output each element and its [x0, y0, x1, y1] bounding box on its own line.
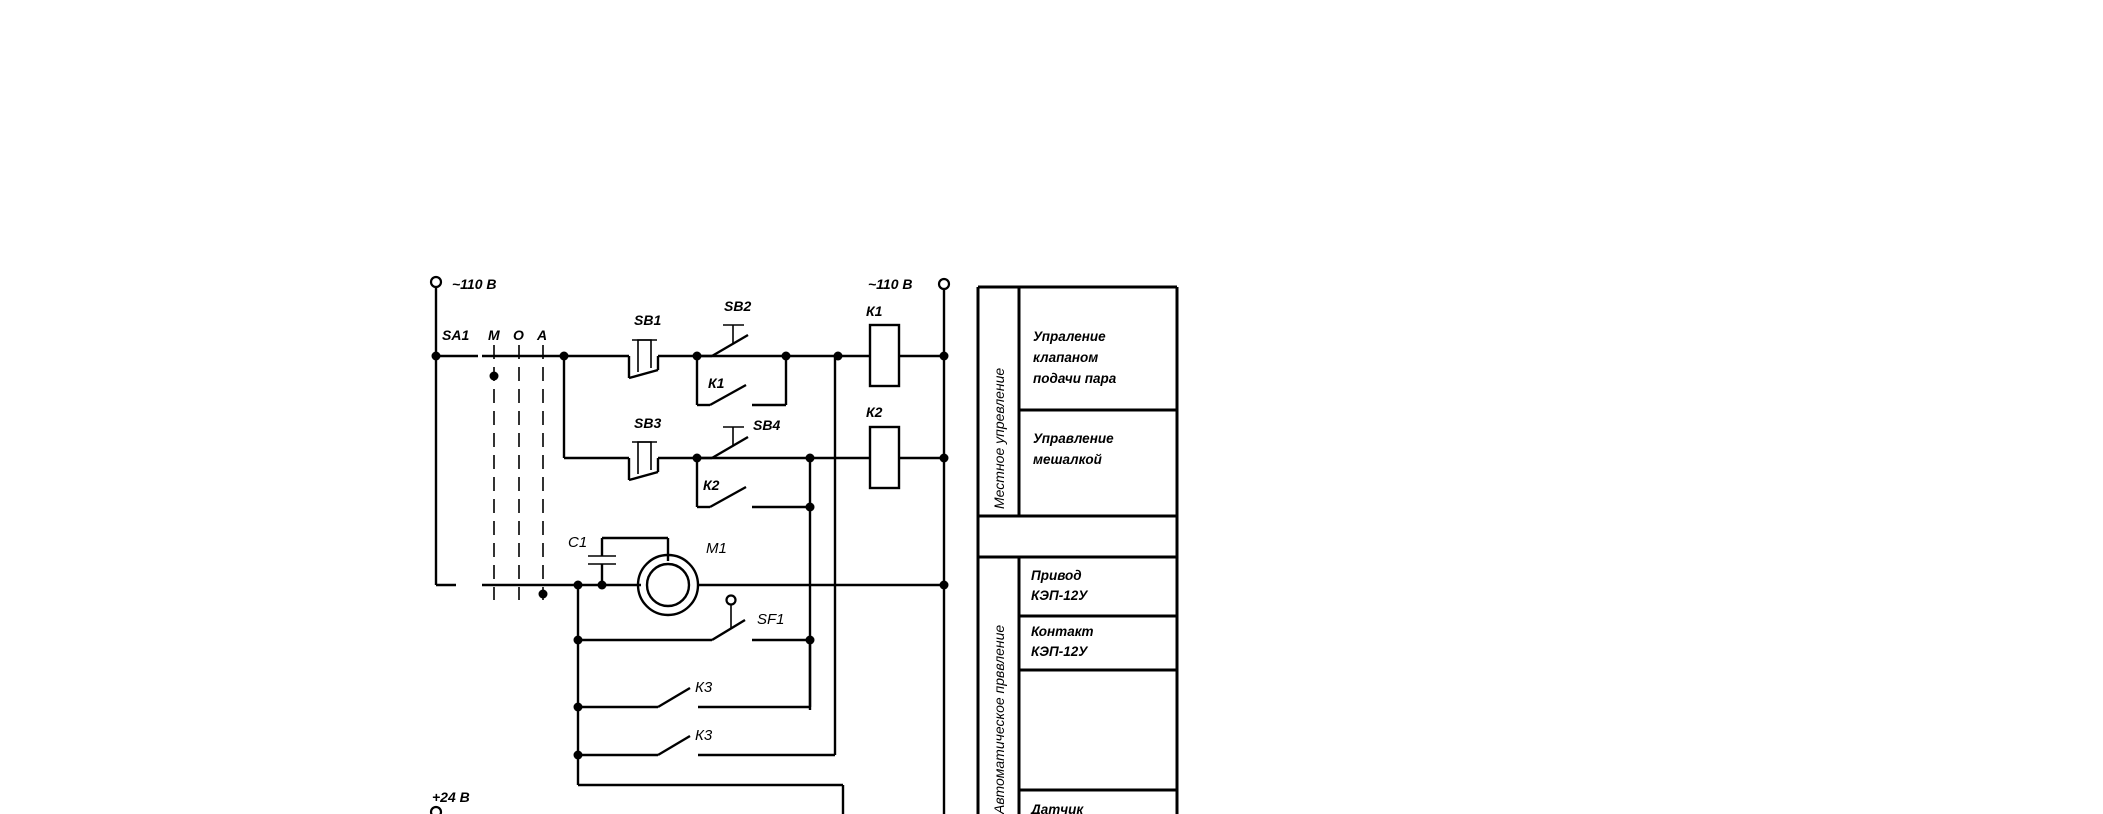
component-labels: ~110 В ~110 В +24 В SA1 М О А SB1 SB2 SB…	[432, 276, 913, 805]
auto-branch	[573, 356, 845, 814]
label-sa1: SA1	[442, 327, 469, 343]
label-supply-dc: +24 В	[432, 789, 470, 805]
label-sb3: SB3	[634, 415, 661, 431]
row-mixer-control	[562, 356, 944, 710]
label-pos-a: А	[536, 327, 547, 343]
selector-switch-sa1	[431, 345, 548, 600]
label-c1: C1	[568, 534, 587, 551]
label-supply-right: ~110 В	[868, 276, 913, 292]
right-supply-rail	[937, 277, 951, 814]
label-k1-coil: К1	[866, 303, 883, 319]
row-drive-line2: КЭП-12У	[1031, 588, 1088, 603]
row-valve-line2: клапаном	[1033, 350, 1098, 365]
label-pos-m: М	[488, 327, 500, 343]
section-auto: Автоматическое прввление	[991, 625, 1007, 814]
terminal-24v	[429, 805, 443, 814]
row-valve-line1: Упраление	[1033, 329, 1106, 344]
motor-row	[482, 536, 949, 617]
function-table: Местное упревление Автоматическое прввле…	[976, 285, 1179, 814]
row-contact-line1: Контакт	[1031, 624, 1094, 639]
row-sensor: Датчик	[1030, 802, 1084, 814]
row-valve-line3: подачи пара	[1033, 371, 1117, 386]
label-k2-contact: К2	[703, 477, 720, 493]
left-supply-rail	[429, 275, 456, 814]
section-local: Местное упревление	[991, 368, 1007, 509]
label-m1: M1	[706, 540, 727, 557]
row-mixer-line2: мешалкой	[1033, 452, 1103, 467]
row-valve-control	[482, 323, 944, 407]
row-contact-line2: КЭП-12У	[1031, 644, 1088, 659]
row-mixer-line1: Управление	[1033, 431, 1114, 446]
terminal-110v-left	[429, 275, 443, 289]
label-k3-b: К3	[695, 727, 713, 744]
label-sb1: SB1	[634, 312, 661, 328]
label-k3-a: К3	[695, 679, 713, 696]
row-drive-line1: Привод	[1031, 568, 1082, 583]
label-supply-left: ~110 В	[452, 276, 497, 292]
label-sb4: SB4	[753, 417, 780, 433]
label-pos-o: О	[513, 327, 524, 343]
label-k2-coil: К2	[866, 404, 883, 420]
label-sb2: SB2	[724, 298, 751, 314]
label-sf1: SF1	[757, 611, 785, 628]
terminal-110v-right	[937, 277, 951, 291]
label-k1-contact: К1	[708, 375, 725, 391]
